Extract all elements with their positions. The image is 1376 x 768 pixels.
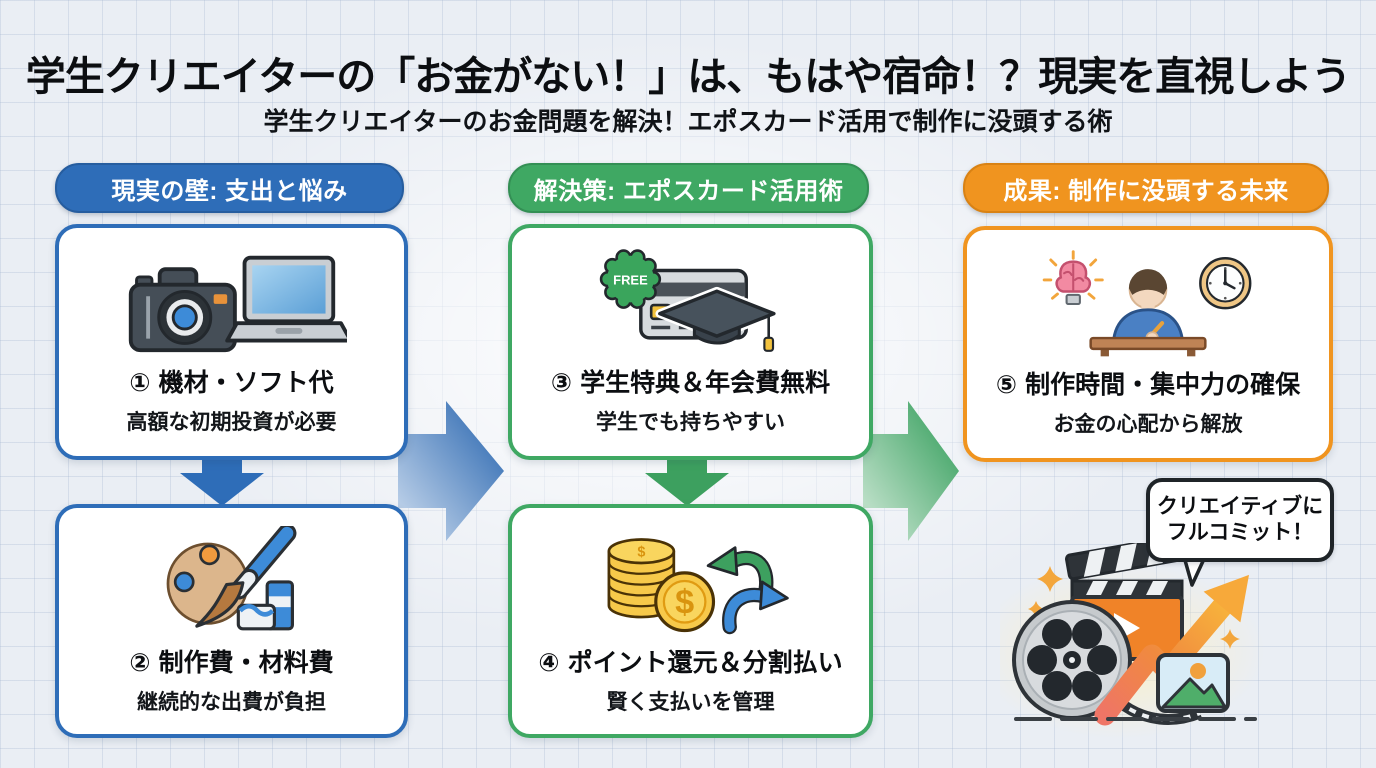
box-subtitle: 賢く支払いを管理 xyxy=(606,691,775,714)
svg-text:$: $ xyxy=(675,583,694,621)
column-header-solution: 解決策: エポスカード活用術 xyxy=(508,163,869,213)
graduation-cap-icon xyxy=(655,286,779,352)
sparkle-icon xyxy=(1028,566,1240,649)
box-subtitle: お金の心配から解放 xyxy=(1053,413,1243,436)
box-subtitle: 継続的な出費が負担 xyxy=(137,691,326,714)
speech-bubble-line: クリエイティブに xyxy=(1156,494,1324,518)
blue-right-arrow-icon xyxy=(398,401,504,541)
svg-text:$: $ xyxy=(637,545,645,561)
paintbrush-icon xyxy=(194,526,296,628)
idea-brain-icon xyxy=(1042,250,1104,306)
paint-jars-icon xyxy=(236,580,294,631)
laptop-icon xyxy=(224,255,347,343)
clock-icon xyxy=(1199,257,1252,310)
film-reel-icon xyxy=(1012,600,1203,725)
equipment-illustration xyxy=(128,255,347,353)
column-header-problem: 現実の壁: 支出と悩み xyxy=(55,163,404,213)
box-subtitle: 高額な初期投資が必要 xyxy=(126,411,337,434)
page-subtitle: 学生クリエイターのお金問題を解決！エポスカード活用で制作に没頭する術 xyxy=(263,108,1113,136)
art-supplies-illustration xyxy=(166,526,296,631)
coins-swap-illustration: $ $ xyxy=(607,538,789,635)
free-badge-icon: FREE xyxy=(599,249,662,309)
page-title: 学生クリエイターの「お金がない！」は、もはや宿命！？現実を直視しよう xyxy=(25,55,1351,99)
person-working-icon xyxy=(1089,269,1207,357)
card-cap-illustration: FREE xyxy=(599,249,779,352)
speech-bubble-line: フルコミット！ xyxy=(1166,521,1314,544)
camera-icon xyxy=(128,267,237,353)
photo-icon xyxy=(1156,653,1230,713)
swap-arrows-icon xyxy=(706,546,789,635)
box-subtitle: 学生でも持ちやすい xyxy=(596,411,785,434)
speech-bubble: クリエイティブに フルコミット！ xyxy=(1146,478,1334,562)
coins-icon: $ $ xyxy=(607,538,716,633)
green-right-arrow-icon xyxy=(863,401,959,541)
svg-text:FREE: FREE xyxy=(613,272,648,287)
column-header-outcome: 成果: 制作に没頭する未来 xyxy=(963,163,1329,213)
creative-montage xyxy=(1000,543,1265,738)
focus-illustration xyxy=(1042,250,1252,357)
